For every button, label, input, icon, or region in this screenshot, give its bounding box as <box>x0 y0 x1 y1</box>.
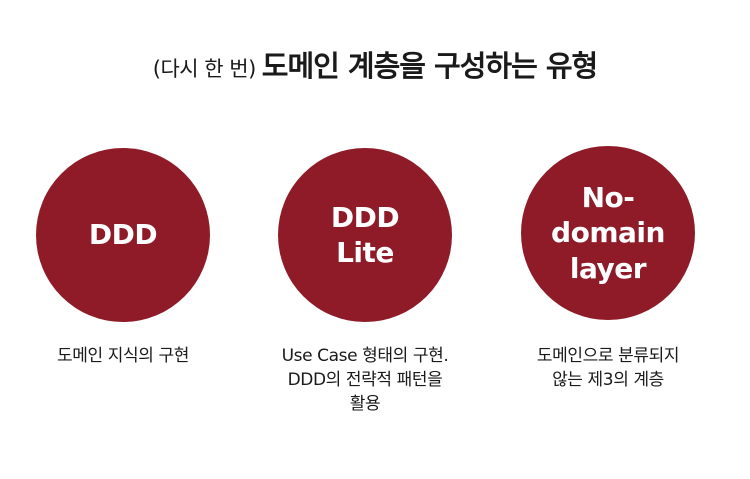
type-label-no-domain-layer: No- domain layer <box>551 181 665 285</box>
type-description-no-domain-layer: 도메인으로 분류되지 않는 제3의 계층 <box>536 346 680 391</box>
type-circle-ddd-lite: DDD Lite <box>278 148 452 322</box>
type-circle-ddd: DDD <box>36 148 210 322</box>
type-label-ddd: DDD <box>88 218 158 252</box>
title-prefix: (다시 한 번) <box>152 57 257 81</box>
type-label-ddd-lite: DDD Lite <box>330 200 400 269</box>
title-main: 도메인 계층을 구성하는 유형 <box>261 49 598 83</box>
type-description-ddd: 도메인 지식의 구현 <box>57 346 189 366</box>
type-circle-no-domain-layer: No- domain layer <box>521 146 695 320</box>
slide-title: (다시 한 번)도메인 계층을 구성하는 유형 <box>0 52 750 81</box>
type-description-ddd-lite: Use Case 형태의 구현. DDD의 전략적 패턴을 활용 <box>281 346 449 415</box>
